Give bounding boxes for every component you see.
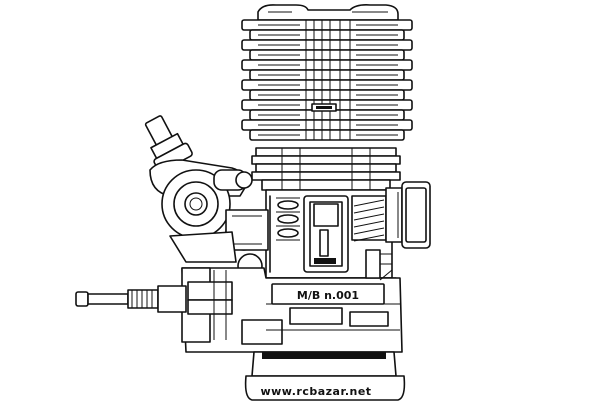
mounting-base: www.rcbazar.net [244,351,406,401]
lower-crankcase: M/B n.001 [181,249,403,353]
rib-line [353,220,385,228]
carburetor [144,115,269,279]
rib-line [353,234,385,242]
crankcase [261,189,397,279]
watermark: www.rcbazar.net [260,385,371,398]
model-label: M/B n.001 [297,289,359,302]
rib-line [353,227,385,235]
rib-line [353,199,385,207]
cylinder-head [241,4,413,141]
cylinder-liner [251,147,401,191]
rib-line [353,206,385,214]
cooling-fin [249,129,405,141]
rib-line [353,213,385,221]
crankshaft [75,285,187,313]
exhaust-port [385,181,431,249]
